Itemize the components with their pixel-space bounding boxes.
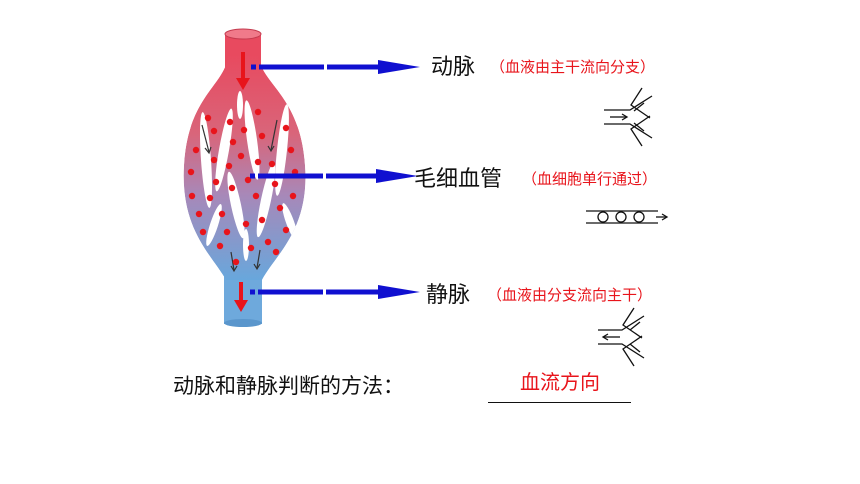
vein-branch-schematic	[598, 307, 645, 367]
pointer-artery	[251, 60, 420, 74]
capillary-flow-arrows	[201, 119, 278, 273]
artery-note: （血液由主干流向分支）	[490, 58, 656, 76]
blood-cells	[187, 108, 299, 266]
vein-note: （血液由分支流向主干）	[487, 286, 653, 304]
artery-branch-schematic	[604, 87, 653, 147]
vein-label: 静脉	[426, 283, 471, 308]
artery-opening	[224, 28, 262, 40]
answer-blank-line	[488, 402, 631, 403]
answer-text: 血流方向	[520, 370, 600, 394]
question-text: 动脉和静脉判断的方法：	[173, 374, 404, 398]
artery-label: 动脉	[431, 55, 476, 80]
vein-opening	[224, 319, 262, 327]
pointer-vein	[250, 285, 420, 299]
artery-flow-arrow	[236, 52, 250, 90]
capillary-network	[183, 55, 306, 280]
capillary-note: （血细胞单行通过）	[522, 170, 658, 188]
blood-vessel	[183, 28, 306, 327]
capillary-schematic	[586, 210, 669, 224]
capillary-label: 毛细血管	[414, 167, 503, 192]
vein-flow-arrow	[234, 282, 248, 312]
pointer-capillary	[250, 169, 418, 183]
